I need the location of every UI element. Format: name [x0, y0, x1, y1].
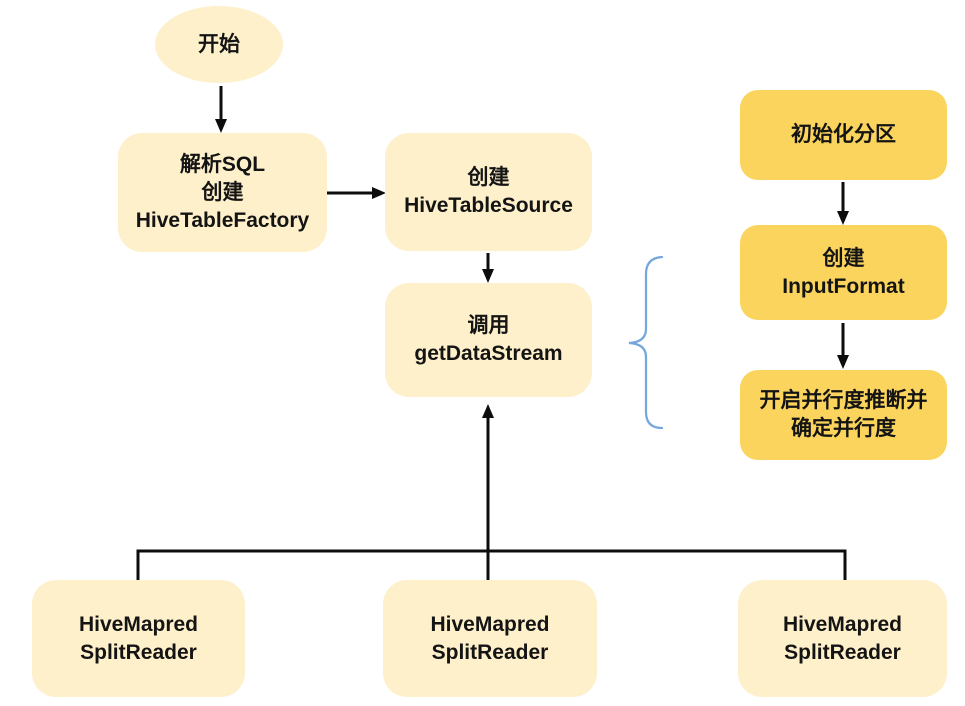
arrow-input-format-to-parallelism	[837, 323, 849, 369]
arrow-readers-to-datastream	[482, 404, 494, 580]
left-curly-brace	[628, 255, 664, 430]
split-reader-center-node: HiveMapred SplitReader	[383, 580, 597, 697]
arrow-start-to-parse-sql	[215, 86, 227, 133]
get-datastream-node: 调用 getDataStream	[385, 283, 592, 397]
init-partition-node: 初始化分区	[740, 90, 947, 180]
create-hivetablesource-node: 创建 HiveTableSource	[385, 133, 592, 251]
split-reader-left-node: HiveMapred SplitReader	[32, 580, 245, 697]
parallelism-node: 开启并行度推断并 确定并行度	[740, 370, 947, 460]
create-inputformat-node: 创建 InputFormat	[740, 225, 947, 320]
start-node: 开始	[155, 6, 283, 83]
split-reader-right-node: HiveMapred SplitReader	[738, 580, 947, 697]
arrow-init-partition-to-input-format	[837, 182, 849, 225]
arrow-table-source-to-datastream	[482, 253, 494, 283]
arrow-parse-sql-to-table-source	[327, 187, 386, 199]
connector-readers-bus	[136, 549, 847, 580]
parse-sql-node: 解析SQL 创建 HiveTableFactory	[118, 133, 327, 252]
